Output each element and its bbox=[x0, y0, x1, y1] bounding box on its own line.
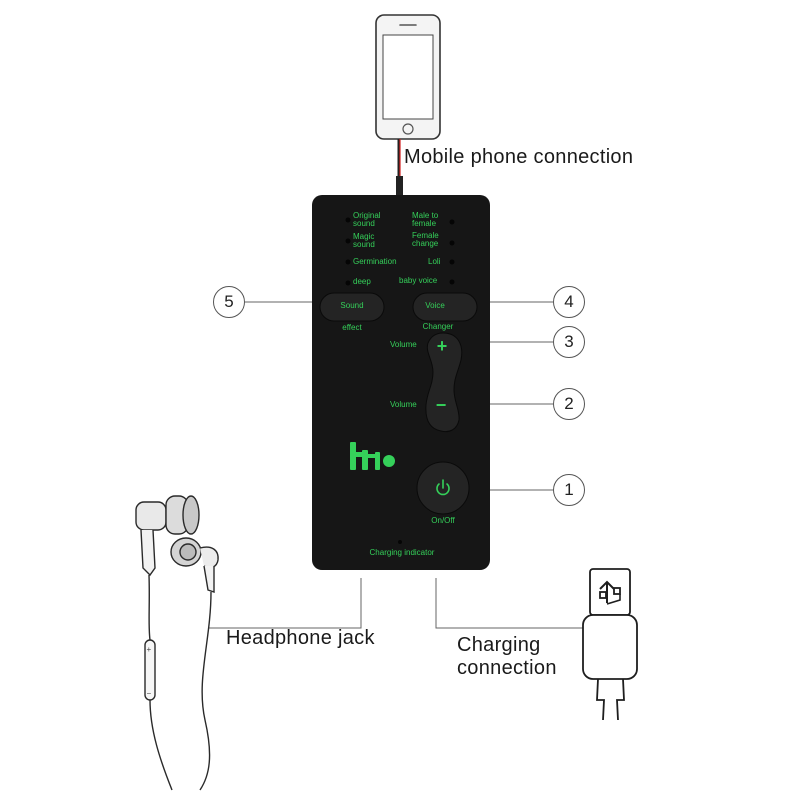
sound-button-label: Sound bbox=[340, 301, 364, 310]
charging-connection-label-line1: Charging bbox=[457, 634, 541, 656]
volume-down-label: Volume bbox=[390, 400, 417, 409]
mobile-phone-connection-label: Mobile phone connection bbox=[404, 146, 634, 168]
voice-changer-button[interactable] bbox=[412, 292, 478, 322]
sound-effect-caption: effect bbox=[342, 323, 362, 332]
earphone-minus-mark: − bbox=[147, 689, 152, 698]
voice-changer-caption: Changer bbox=[422, 322, 454, 331]
mode-label-germination: Germination bbox=[353, 257, 397, 266]
voice-changer-device bbox=[312, 195, 490, 570]
mode-label-baby-voice: baby voice bbox=[399, 276, 438, 285]
smartphone-icon bbox=[375, 14, 441, 140]
volume-minus-icon[interactable]: − bbox=[435, 395, 447, 415]
charging-indicator-label: Charging indicator bbox=[369, 548, 435, 557]
earphones-icon bbox=[135, 495, 219, 791]
volume-rocker[interactable] bbox=[425, 332, 463, 433]
power-icon bbox=[436, 479, 450, 496]
voice-button-label: Voice bbox=[425, 301, 445, 310]
brand-logo-icon bbox=[350, 442, 395, 470]
mode-label-deep: deep bbox=[353, 277, 371, 286]
mode-indicator-dots bbox=[345, 217, 455, 286]
charging-connection-label-line2: connection bbox=[457, 657, 557, 679]
headphone-jack-label: Headphone jack bbox=[226, 627, 375, 649]
phone-cable bbox=[396, 139, 403, 198]
callout-2: 2 bbox=[553, 388, 585, 420]
earphone-plus-mark: + bbox=[147, 645, 152, 654]
mode-label-loli: Loli bbox=[428, 257, 441, 266]
charging-indicator-led bbox=[398, 540, 402, 544]
usb-plug-icon bbox=[582, 568, 638, 721]
volume-up-label: Volume bbox=[390, 340, 417, 349]
volume-plus-icon[interactable]: + bbox=[436, 336, 448, 356]
power-caption: On/Off bbox=[431, 516, 455, 525]
callout-1: 1 bbox=[553, 474, 585, 506]
callout-3: 3 bbox=[553, 326, 585, 358]
sound-effect-button[interactable] bbox=[319, 292, 385, 322]
callout-5: 5 bbox=[213, 286, 245, 318]
callout-lines bbox=[208, 301, 590, 629]
callout-4: 4 bbox=[553, 286, 585, 318]
